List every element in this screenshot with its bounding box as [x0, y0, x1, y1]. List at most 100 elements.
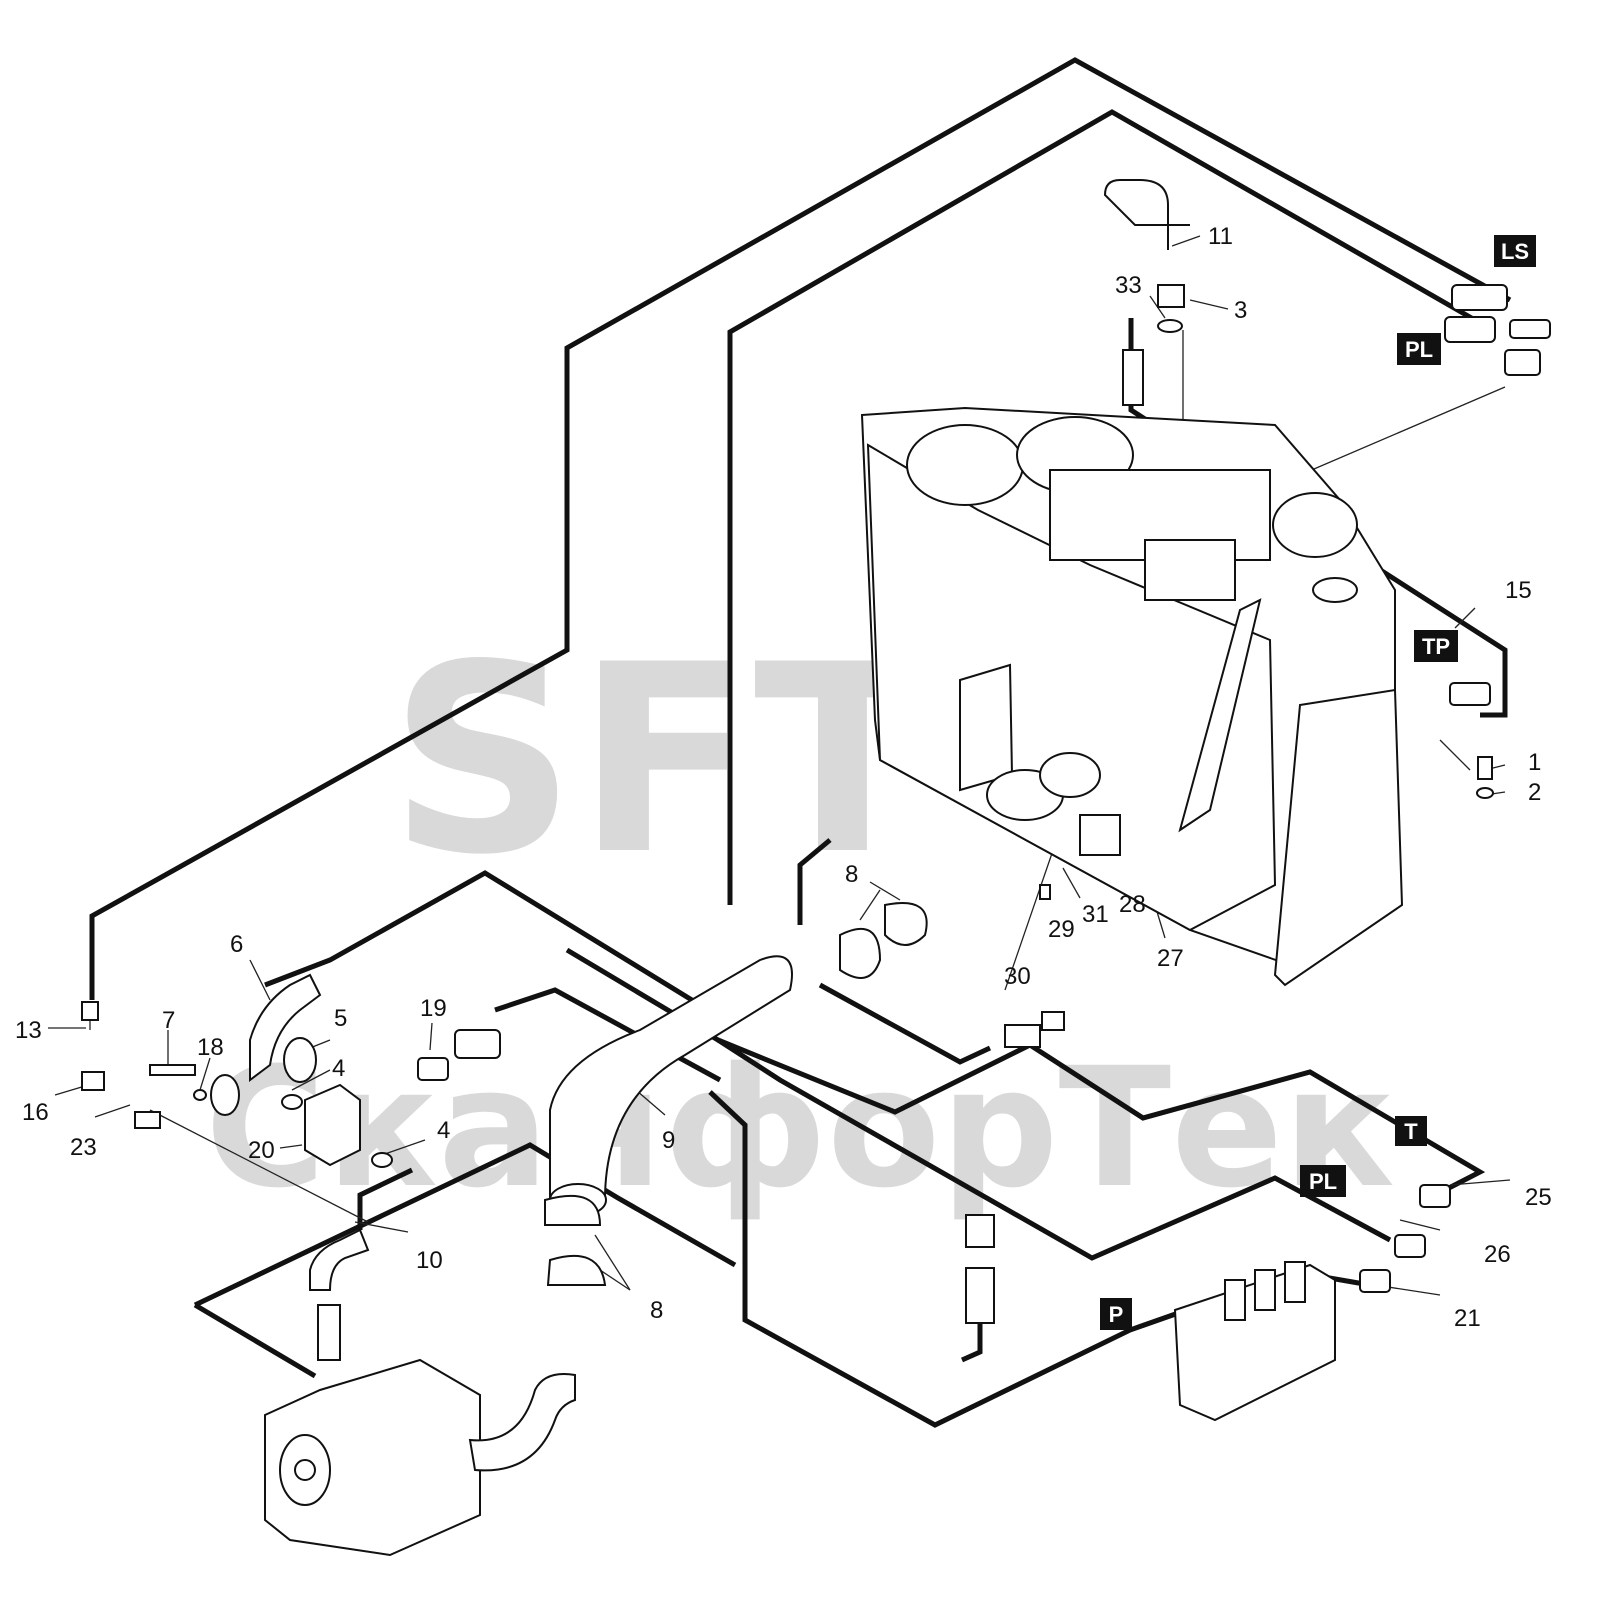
bracket-28 — [1079, 814, 1121, 856]
callout-21: 21 — [1454, 1305, 1481, 1332]
clamp-8-bottom-a — [544, 1194, 602, 1226]
callout-4b: 4 — [437, 1117, 450, 1144]
pl-line-upper — [727, 109, 1477, 905]
callout-15: 15 — [1505, 577, 1532, 604]
callout-1: 1 — [1528, 749, 1541, 776]
hydraulic-pump — [264, 1358, 576, 1557]
callout-4a: 4 — [332, 1055, 345, 1082]
callout-16: 16 — [22, 1099, 49, 1126]
clamp-8-top-b — [884, 902, 928, 946]
pl-line-lower — [716, 1037, 1392, 1261]
svg-text:LS: LS — [1501, 239, 1529, 264]
port-tags: LS PL TP T PL P — [1100, 235, 1536, 1330]
hose-end-top — [1122, 349, 1144, 406]
callout-10: 10 — [416, 1247, 443, 1274]
callout-5: 5 — [334, 1005, 347, 1032]
washer-2 — [1476, 787, 1494, 799]
hose-end-19 — [454, 1029, 501, 1059]
pressure-drop-line — [818, 982, 992, 1065]
ls-line — [89, 57, 1512, 1000]
hose-end-21 — [1359, 1269, 1391, 1293]
valve-housing — [860, 406, 1404, 987]
callout-6: 6 — [230, 931, 243, 958]
hose-end-pl-top — [1444, 316, 1496, 343]
hose-end-vertical — [965, 1267, 995, 1324]
fitting-3 — [1157, 284, 1185, 308]
seal-33 — [1157, 319, 1183, 333]
filter-housing-b — [1039, 752, 1101, 798]
fitting-vertical — [965, 1214, 995, 1248]
watermark-brand: СканфорТек — [205, 1032, 1395, 1224]
callout-7: 7 — [162, 1007, 175, 1034]
screw-1 — [1477, 756, 1493, 780]
callout-28: 28 — [1119, 891, 1146, 918]
watermark-logo: SFT — [389, 610, 933, 912]
svg-text:P: P — [1109, 1302, 1124, 1327]
return-line-a — [264, 870, 702, 1008]
elbow-fitting — [1504, 349, 1541, 376]
vertical-feed-line — [960, 1312, 983, 1363]
elbow-26 — [1394, 1234, 1426, 1258]
port-tag-ls: LS — [1494, 235, 1536, 267]
callout-8b: 8 — [650, 1297, 663, 1324]
elbow-5 — [283, 1037, 317, 1083]
callout-numbers: 1 2 3 4 4 5 6 7 8 8 9 10 11 13 15 16 18 … — [15, 223, 1552, 1332]
clamp-8-top-a — [839, 927, 882, 979]
callout-33: 33 — [1115, 272, 1142, 299]
svg-text:T: T — [1404, 1119, 1418, 1144]
callout-25: 25 — [1525, 1184, 1552, 1211]
callout-30: 30 — [1004, 963, 1031, 990]
callout-29: 29 — [1048, 916, 1075, 943]
hose-end-25 — [1419, 1184, 1451, 1208]
pipe-27 — [1178, 598, 1262, 833]
oring-4-b — [371, 1152, 393, 1168]
washer-18 — [193, 1089, 207, 1101]
hose-9-fitting — [1004, 1024, 1041, 1048]
valve-feed-line — [797, 838, 832, 925]
callout-26: 26 — [1484, 1241, 1511, 1268]
callout-8a: 8 — [845, 861, 858, 888]
flange-block-20 — [304, 1083, 361, 1167]
callout-19: 19 — [420, 995, 447, 1022]
callout-18: 18 — [197, 1034, 224, 1061]
pipe-11 — [1103, 179, 1190, 250]
suction-hose-9 — [549, 955, 793, 1201]
callout-20: 20 — [248, 1137, 275, 1164]
hose-10 — [309, 1228, 370, 1291]
port-tag-pl-top: PL — [1397, 333, 1441, 365]
elbow-16 — [81, 1071, 105, 1091]
fitting-13 — [81, 1001, 99, 1021]
callout-11: 11 — [1208, 223, 1233, 250]
callout-13: 13 — [15, 1017, 42, 1044]
components — [81, 179, 1551, 1361]
callout-3: 3 — [1234, 297, 1247, 324]
callout-27: 27 — [1157, 945, 1184, 972]
callout-31: 31 — [1082, 901, 1109, 928]
adapter-30 — [1041, 1011, 1065, 1031]
port-tag-p: P — [1100, 1298, 1132, 1330]
t-line — [565, 947, 1486, 1193]
adapter-10 — [317, 1304, 341, 1361]
hose-end-tp — [1449, 682, 1491, 706]
pump-feed-line — [193, 1302, 317, 1379]
port-tag-t: T — [1395, 1116, 1427, 1146]
hose-6 — [249, 973, 322, 1082]
port-tag-pl-bottom: PL — [1300, 1165, 1346, 1197]
flange-half-18 — [210, 1074, 240, 1116]
svg-text:PL: PL — [1405, 337, 1433, 362]
oring-4-a — [281, 1094, 303, 1110]
port-tag-tp: TP — [1414, 630, 1458, 662]
watermark: SFT СканфорТек — [205, 610, 1395, 1224]
bolt-29 — [1039, 884, 1051, 900]
clamp-8-bottom-b — [546, 1254, 607, 1286]
bolt-7 — [149, 1064, 196, 1076]
control-valve-bank — [1173, 1261, 1336, 1422]
check-valve-19 — [417, 1057, 449, 1081]
adapter-23 — [134, 1111, 161, 1129]
svg-text:PL: PL — [1309, 1169, 1337, 1194]
callout-9: 9 — [662, 1127, 675, 1154]
hose-end-ls — [1451, 284, 1508, 311]
svg-text:TP: TP — [1422, 634, 1450, 659]
callout-23: 23 — [70, 1134, 97, 1161]
